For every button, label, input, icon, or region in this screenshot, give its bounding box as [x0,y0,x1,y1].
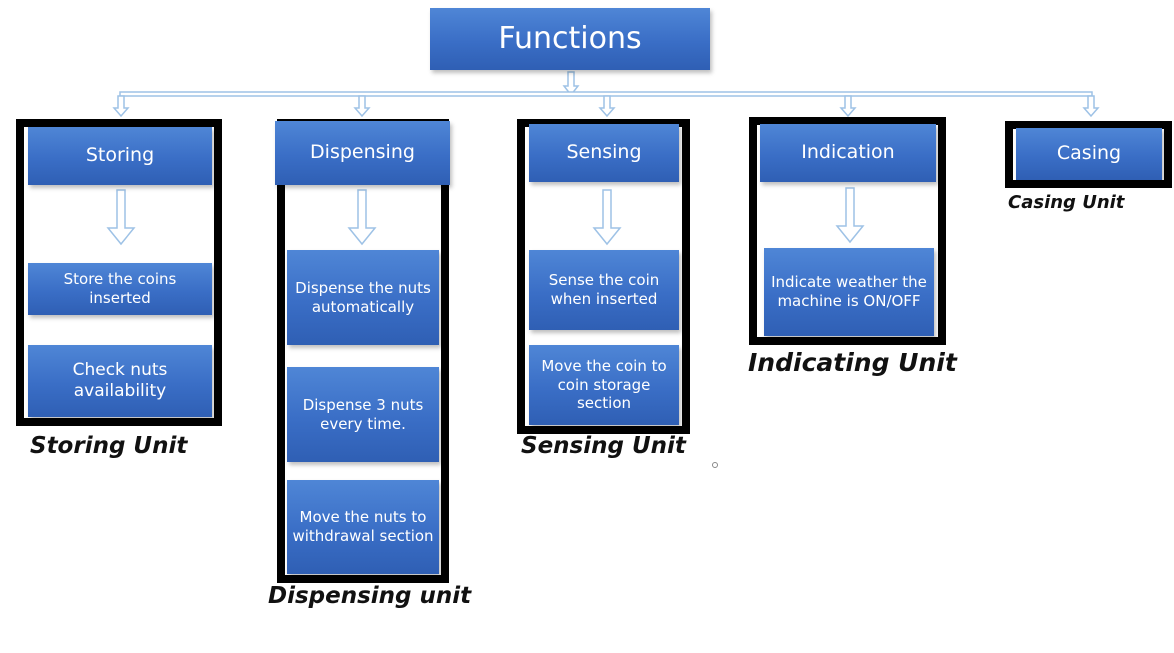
sensing-header: Sensing [566,141,642,164]
dispensing-item-3: Move the nuts to withdrawal section [287,480,439,574]
drop-arrow-casing [1082,95,1100,118]
casing-header: Casing [1056,142,1122,165]
drop-arrow-dispensing [353,95,371,118]
functions-title: Functions [498,21,642,57]
dispensing-header: Dispensing [310,141,415,164]
dispensing-item-2: Dispense 3 nuts every time. [287,367,439,462]
storing-header: Storing [85,144,155,167]
sensing-unit-frame [517,119,690,434]
functions-root-box: Functions [430,8,710,70]
indication-item-1: Indicate weather the machine is ON/OFF [764,248,934,336]
root-connector [562,71,580,97]
dispensing-unit-label: Dispensing unit [268,583,472,609]
sensing-item-1: Sense the coin when inserted [529,250,679,330]
indication-unit-frame [749,117,946,345]
stray-dot [712,462,718,468]
drop-arrow-indication [839,95,857,118]
casing-header-box: Casing [1016,128,1162,180]
indication-unit-label: Indicating Unit [748,348,957,377]
down-arrow-indication [835,187,865,244]
dispensing-item-1: Dispense the nuts automatically [287,250,439,345]
storing-item-2: Check nuts availability [28,345,212,417]
indication-header: Indication [801,141,895,164]
down-arrow-dispensing [347,189,377,246]
drop-arrow-storing [112,95,130,118]
drop-arrow-sensing [598,95,616,118]
storing-header-box: Storing [28,127,212,185]
sensing-item-2: Move the coin to coin storage section [529,345,679,425]
down-arrow-storing [106,189,136,246]
storing-unit-frame [16,119,222,426]
casing-unit-frame [1005,121,1172,188]
indication-header-box: Indication [760,124,936,182]
storing-unit-label: Storing Unit [30,433,188,459]
casing-unit-label: Casing Unit [1008,192,1125,213]
sensing-header-box: Sensing [529,124,679,182]
dispensing-header-box: Dispensing [275,121,450,185]
storing-item-1: Store the coins inserted [28,263,212,315]
sensing-unit-label: Sensing Unit [521,433,686,459]
down-arrow-sensing [592,189,622,246]
